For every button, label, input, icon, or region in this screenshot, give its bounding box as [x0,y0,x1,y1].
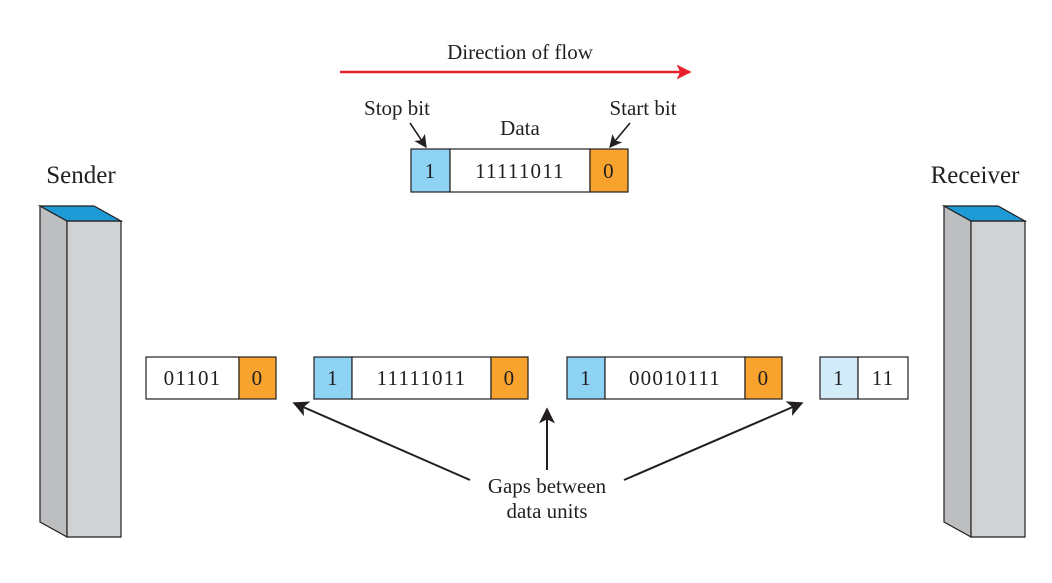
gaps-label-line-2: data units [506,499,587,523]
frame-2-start-bit: 0 [504,366,516,390]
frame-1-data-bits: 01101 [164,366,222,390]
frame-4-stop-bit: 1 [833,366,845,390]
stream-frame-2: 1 11111011 0 [313,356,529,400]
stream-frame-3: 1 00010111 0 [566,356,783,400]
frame-2-stop-bit: 1 [327,366,339,390]
stream-frame-1: 01101 0 [145,356,277,400]
receiver-device [941,204,1028,539]
gap-arrow-right [623,401,804,481]
frame-2-data-bits: 11111011 [377,366,467,390]
sender-device [37,204,124,539]
data-label: Data [500,116,540,140]
stop-bit-label: Stop bit [364,96,430,120]
top-frame-data-bits: 11111011 [475,159,565,183]
gap-arrow-left [292,401,471,481]
sender-label: Sender [46,162,116,189]
receiver-label: Receiver [931,162,1021,189]
start-bit-pointer [609,122,631,148]
frame-1-start-bit: 0 [252,366,264,390]
flow-direction-title: Direction of flow [447,40,594,64]
top-frame: 1 11111011 0 [410,148,629,193]
frame-3-start-bit: 0 [758,366,770,390]
top-frame-stop-bit: 1 [425,159,437,183]
gaps-label-line-1: Gaps between [488,474,607,498]
top-frame-start-bit: 0 [603,159,615,183]
stream-frame-4: 1 11 [819,356,909,400]
start-bit-label: Start bit [609,96,676,120]
frame-4-data-bits: 11 [872,366,895,390]
frame-3-data-bits: 00010111 [629,366,721,390]
stop-bit-pointer [409,122,427,149]
frame-3-stop-bit: 1 [580,366,592,390]
